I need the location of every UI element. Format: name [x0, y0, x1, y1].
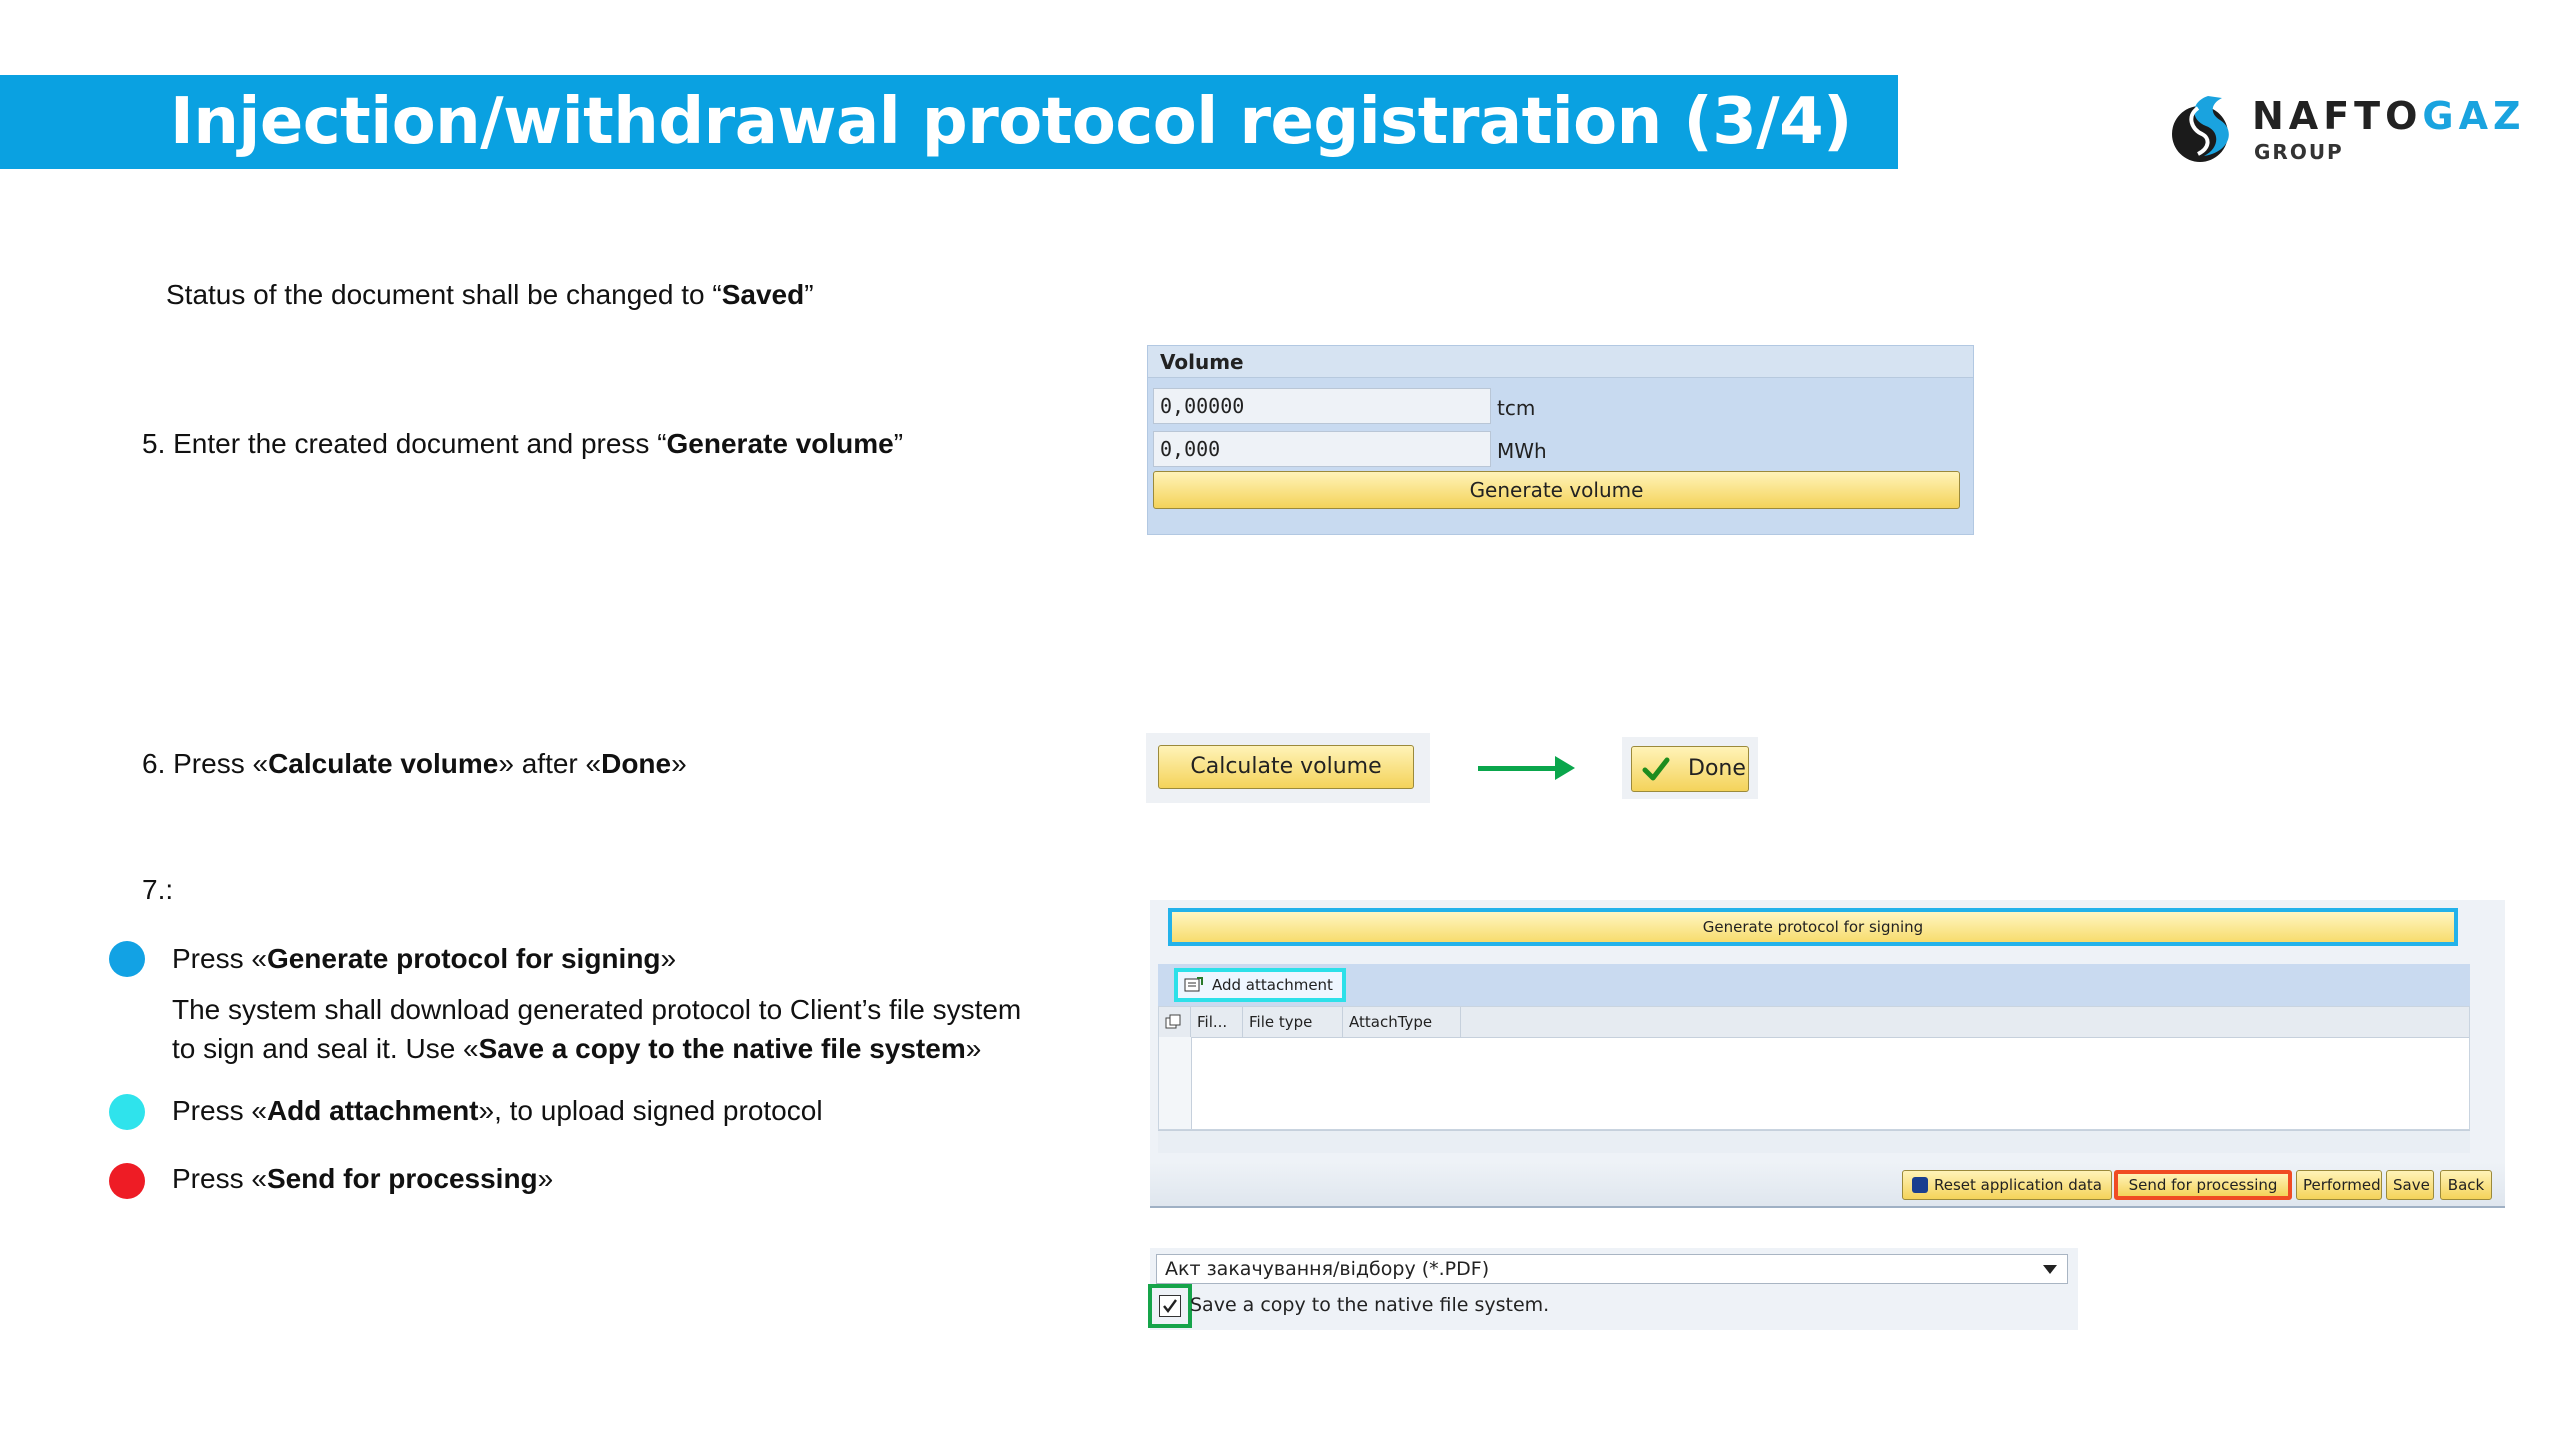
reset-icon — [1912, 1177, 1929, 1193]
save-copy-label: Save a copy to the native file system. — [1190, 1294, 1550, 1316]
volume-tcm-input[interactable]: 0,00000 — [1153, 388, 1491, 424]
row-selector-column[interactable] — [1159, 1037, 1192, 1129]
volume-panel: Volume 0,00000 tcm 0,000 MWh Generate vo… — [1147, 345, 1974, 535]
volume-mwh-input[interactable]: 0,000 — [1153, 431, 1491, 467]
blue-bullet-icon — [109, 941, 145, 977]
save-button[interactable]: Save — [2386, 1170, 2434, 1200]
page-title: Injection/withdrawal protocol registrati… — [170, 85, 1852, 159]
done-area: Done — [1622, 737, 1758, 799]
step-7-label: 7.: — [142, 874, 174, 905]
done-label: Done — [1688, 756, 1746, 781]
attachments-panel: Generate protocol for signing Add attach… — [1150, 900, 2505, 1208]
volume-mwh-unit: MWh — [1497, 439, 1547, 463]
attachments-table-header: Fil... File type AttachType — [1159, 1007, 2469, 1038]
file-type-dropdown[interactable]: Акт закачування/відбору (*.PDF) — [1156, 1254, 2068, 1284]
volume-header: Volume — [1148, 346, 1973, 378]
arrow-head-icon — [1555, 756, 1575, 780]
save-dialog: Акт закачування/відбору (*.PDF) Save a c… — [1148, 1248, 2078, 1330]
generate-protocol-button[interactable]: Generate protocol for signing — [1168, 908, 2458, 946]
generate-volume-button[interactable]: Generate volume — [1153, 471, 1960, 509]
save-copy-checkbox-highlight — [1148, 1284, 1192, 1328]
naftogaz-logo: NAFTOGAZ GROUP — [2170, 88, 2521, 168]
logo-subtitle: GROUP — [2254, 140, 2344, 164]
performed-button[interactable]: Performed — [2296, 1170, 2382, 1200]
back-button[interactable]: Back — [2440, 1170, 2492, 1200]
volume-tcm-unit: tcm — [1497, 396, 1536, 420]
column-header-file[interactable]: Fil... — [1191, 1007, 1243, 1037]
attachments-table-footer — [1158, 1130, 2470, 1153]
logo-wordmark: NAFTOGAZ — [2252, 94, 2526, 138]
column-header-file-type[interactable]: File type — [1243, 1007, 1343, 1037]
select-all-icon[interactable] — [1159, 1007, 1191, 1037]
naftogaz-logo-mark-icon — [2172, 96, 2229, 162]
attachments-table: Fil... File type AttachType — [1158, 1006, 2470, 1130]
step-6-text: 6. Press «Calculate volume» after «Done» — [142, 748, 687, 779]
cyan-bullet-icon — [109, 1094, 145, 1130]
bullet-generate-protocol-desc-2: to sign and seal it. Use «Save a copy to… — [172, 1033, 982, 1064]
save-copy-checkbox[interactable] — [1159, 1295, 1181, 1317]
paperclip-document-icon — [1184, 977, 1203, 992]
title-bar — [0, 75, 1898, 169]
arrow-right-icon — [1478, 766, 1558, 771]
bullet-generate-protocol-desc-1: The system shall download generated prot… — [172, 994, 1022, 1025]
checkmark-icon — [1642, 757, 1670, 781]
done-button[interactable]: Done — [1631, 746, 1749, 792]
bullet-generate-protocol: Press «Generate protocol for signing» — [172, 943, 677, 974]
reset-application-data-button[interactable]: Reset application data — [1902, 1170, 2112, 1200]
calculate-volume-button[interactable]: Calculate volume — [1158, 745, 1414, 789]
chevron-down-icon[interactable] — [2043, 1265, 2057, 1274]
red-bullet-icon — [109, 1163, 145, 1199]
action-toolbar: Reset application data Send for processi… — [1150, 1162, 2505, 1208]
bullet-add-attachment: Press «Add attachment», to upload signed… — [172, 1095, 823, 1126]
file-type-value: Акт закачування/відбору (*.PDF) — [1165, 1258, 1490, 1280]
step-5-text: 5. Enter the created document and press … — [142, 428, 904, 459]
send-for-processing-button[interactable]: Send for processing — [2114, 1170, 2292, 1200]
status-note: Status of the document shall be changed … — [166, 279, 814, 310]
attachment-toolbar: Add attachment — [1158, 964, 2470, 1006]
checkmark-icon — [1163, 1299, 1177, 1313]
add-attachment-button[interactable]: Add attachment — [1174, 968, 1346, 1002]
calculate-volume-area: Calculate volume — [1146, 733, 1430, 803]
bullet-send-processing: Press «Send for processing» — [172, 1163, 554, 1194]
column-header-attach-type[interactable]: AttachType — [1343, 1007, 1461, 1037]
